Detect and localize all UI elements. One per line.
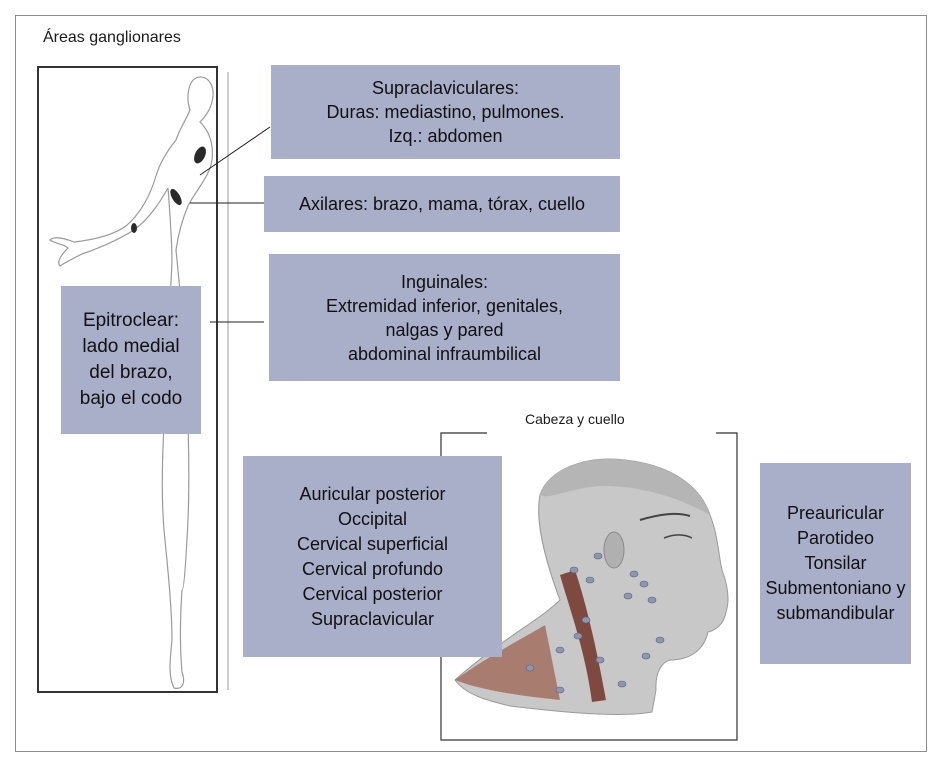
epitrochlear-line-3: del brazo, xyxy=(61,360,201,386)
supraclavicular-line-1: Supraclaviculares: xyxy=(271,76,620,100)
inguinal-line-4: abdominal infraumbilical xyxy=(269,342,620,366)
inguinal-line-3: nalgas y pared xyxy=(269,318,620,342)
epitrochlear-line-2: lado medial xyxy=(61,334,201,360)
supraclavicular-label-box: Supraclaviculares: Duras: mediastino, pu… xyxy=(271,65,620,159)
inguinal-label-box: Inguinales: Extremidad inferior, genital… xyxy=(269,254,620,381)
epitrochlear-line-1: Epitroclear: xyxy=(61,308,201,334)
head-neck-caption: Cabeza y cuello xyxy=(525,411,625,427)
inguinal-line-1: Inguinales: xyxy=(269,270,620,294)
epitrochlear-label-box: Epitroclear: lado medial del brazo, bajo… xyxy=(61,286,201,434)
cervical-line-4: Cervical profundo xyxy=(243,557,502,582)
facial-line-4: Submentoniano y xyxy=(760,576,911,601)
cervical-line-2: Occipital xyxy=(243,507,502,532)
supraclavicular-node xyxy=(192,145,209,166)
axillary-node xyxy=(168,187,184,207)
cervical-line-6: Supraclavicular xyxy=(243,607,502,632)
facial-line-1: Preauricular xyxy=(760,501,911,526)
inguinal-line-2: Extremidad inferior, genitales, xyxy=(269,294,620,318)
facial-line-2: Parotideo xyxy=(760,526,911,551)
cervical-label-box: Auricular posterior Occipital Cervical s… xyxy=(243,456,502,657)
cervical-line-5: Cervical posterior xyxy=(243,582,502,607)
supraclavicular-line-3: Izq.: abdomen xyxy=(271,124,620,148)
axillary-label-box: Axilares: brazo, mama, tórax, cuello xyxy=(264,176,620,232)
epitrochlear-line-4: bajo el codo xyxy=(61,386,201,412)
epitrochlear-node xyxy=(131,223,137,233)
supraclavicular-line-2: Duras: mediastino, pulmones. xyxy=(271,100,620,124)
facial-line-3: Tonsilar xyxy=(760,551,911,576)
cervical-line-3: Cervical superficial xyxy=(243,532,502,557)
facial-label-box: Preauricular Parotideo Tonsilar Submento… xyxy=(760,463,911,664)
facial-line-5: submandibular xyxy=(760,601,911,626)
leader-supraclavicular xyxy=(200,127,270,175)
axillary-line-1: Axilares: brazo, mama, tórax, cuello xyxy=(264,192,620,216)
cervical-line-1: Auricular posterior xyxy=(243,482,502,507)
